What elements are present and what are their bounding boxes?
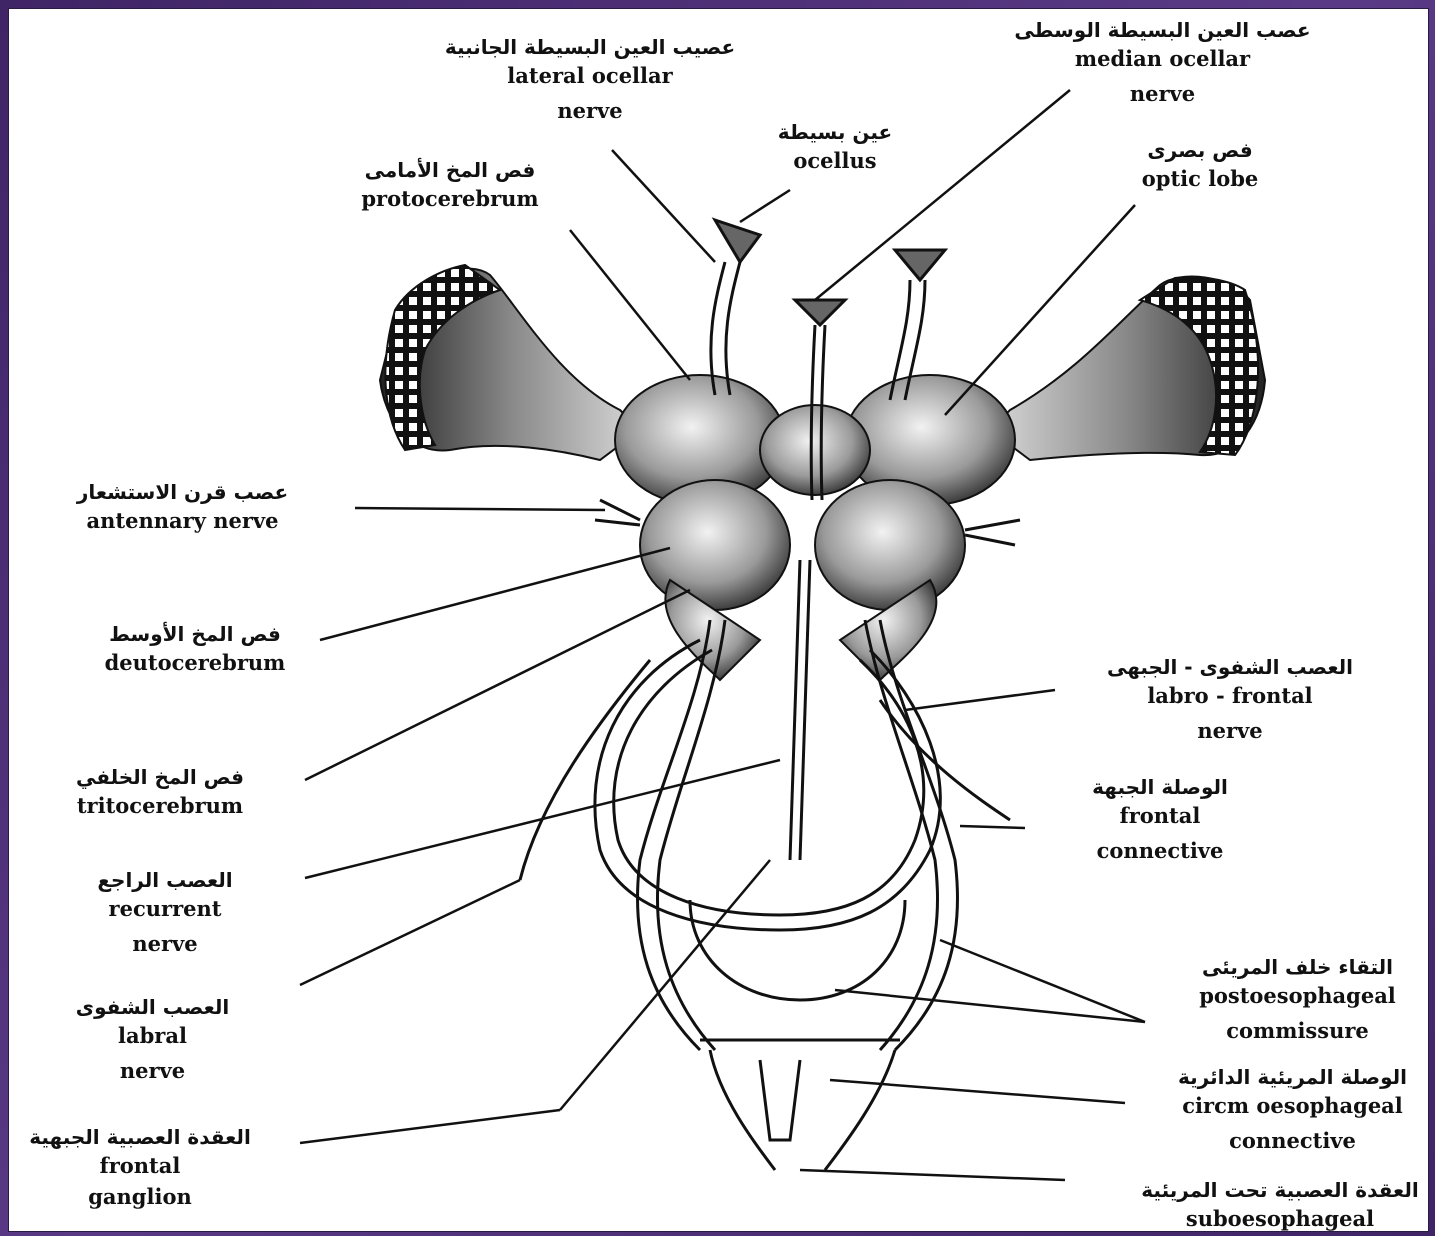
label-frontal-ganglion-ar: العقدة العصبية الجبهية — [15, 1125, 265, 1149]
label-postoesophageal-en: postoesophageal — [1180, 983, 1415, 1008]
brain-lobes — [615, 375, 1015, 680]
label-median-ocellar-ar: عصب العين البسيطة الوسطى — [995, 18, 1330, 42]
label-labral-nerve-ar: العصب الشفوى — [55, 995, 250, 1019]
label-circm-oesophageal-connective: الوصلة المريئية الدائرية circm oesophage… — [1160, 1065, 1425, 1153]
label-lateral-ocellar-nerve: عصيب العين البسيطة الجانبية lateral ocel… — [420, 35, 760, 123]
label-postoesophageal-commissure: التقاء خلف المريئى postoesophageal commi… — [1180, 955, 1415, 1043]
leader-suboesophageal — [800, 1170, 1065, 1180]
label-protocerebrum: فص المخ الأمامى protocerebrum — [345, 158, 555, 211]
label-postoesophageal-en2: commissure — [1180, 1018, 1415, 1043]
label-lateral-ocellar-en: lateral ocellar — [420, 63, 760, 88]
label-lateral-ocellar-ar: عصيب العين البسيطة الجانبية — [420, 35, 760, 59]
label-antennary-nerve-ar: عصب قرن الاستشعار — [55, 480, 310, 504]
label-deutocerebrum-ar: فص المخ الأوسط — [95, 622, 295, 646]
leader-tritocerebrum — [305, 590, 690, 780]
label-suboesophageal: العقدة العصبية تحت المريئية suboesophage… — [1135, 1178, 1425, 1231]
label-ocellus-ar: عين بسيطة — [760, 120, 910, 144]
label-labro-frontal-en: labro - frontal — [1075, 683, 1385, 708]
label-tritocerebrum: فص المخ الخلفي tritocerebrum — [60, 765, 260, 818]
label-labral-nerve: العصب الشفوى labral nerve — [55, 995, 250, 1083]
leader-frontal-ganglion-1 — [300, 1110, 560, 1143]
label-deutocerebrum: فص المخ الأوسط deutocerebrum — [95, 622, 295, 675]
label-median-ocellar-nerve: عصب العين البسيطة الوسطى median ocellar … — [995, 18, 1330, 106]
label-tritocerebrum-ar: فص المخ الخلفي — [60, 765, 260, 789]
label-recurrent-nerve-ar: العصب الراجع — [70, 868, 260, 892]
label-deutocerebrum-en: deutocerebrum — [95, 650, 295, 675]
label-suboesophageal-ar: العقدة العصبية تحت المريئية — [1135, 1178, 1425, 1202]
label-recurrent-nerve-en: recurrent — [70, 896, 260, 921]
leader-recurrent-nerve — [305, 760, 780, 878]
label-optic-lobe: فص بصرى optic lobe — [1115, 138, 1285, 191]
label-ocellus: عين بسيطة ocellus — [760, 120, 910, 173]
label-frontal-connective: الوصلة الجبهة frontal connective — [1075, 775, 1245, 863]
label-protocerebrum-ar: فص المخ الأمامى — [345, 158, 555, 182]
label-tritocerebrum-en: tritocerebrum — [60, 793, 260, 818]
label-labro-frontal-nerve: العصب الشفوى - الجبهى labro - frontal ne… — [1075, 655, 1385, 743]
label-frontal-ganglion-en2: ganglion — [15, 1184, 265, 1209]
label-optic-lobe-en: optic lobe — [1115, 166, 1285, 191]
label-frontal-connective-en: frontal — [1075, 803, 1245, 828]
label-frontal-connective-ar: الوصلة الجبهة — [1075, 775, 1245, 799]
label-labral-nerve-en2: nerve — [55, 1058, 250, 1083]
label-ocellus-en: ocellus — [760, 148, 910, 173]
leader-lateral-ocellar — [612, 150, 715, 262]
label-circm-oesophageal-en: circm oesophageal — [1160, 1093, 1425, 1118]
leader-labral-nerve — [300, 880, 520, 985]
leader-protocerebrum — [570, 230, 690, 380]
label-labro-frontal-ar: العصب الشفوى - الجبهى — [1075, 655, 1385, 679]
label-labral-nerve-en: labral — [55, 1023, 250, 1048]
optic-lobe-right — [990, 277, 1265, 460]
leader-postoesophageal-1 — [940, 940, 1145, 1022]
label-postoesophageal-ar: التقاء خلف المريئى — [1180, 955, 1415, 979]
label-circm-oesophageal-en2: connective — [1160, 1128, 1425, 1153]
label-frontal-ganglion-en: frontal — [15, 1153, 265, 1178]
label-median-ocellar-en: median ocellar — [995, 46, 1330, 71]
label-recurrent-nerve-en2: nerve — [70, 931, 260, 956]
optic-lobe-left — [380, 265, 640, 460]
label-antennary-nerve: عصب قرن الاستشعار antennary nerve — [55, 480, 310, 533]
label-optic-lobe-ar: فص بصرى — [1115, 138, 1285, 162]
label-circm-oesophageal-ar: الوصلة المريئية الدائرية — [1160, 1065, 1425, 1089]
label-recurrent-nerve: العصب الراجع recurrent nerve — [70, 868, 260, 956]
label-lateral-ocellar-en2: nerve — [420, 98, 760, 123]
leader-labro-frontal — [905, 690, 1055, 710]
label-suboesophageal-en: suboesophageal — [1135, 1206, 1425, 1231]
label-frontal-ganglion: العقدة العصبية الجبهية frontal ganglion — [15, 1125, 265, 1209]
label-median-ocellar-en2: nerve — [995, 81, 1330, 106]
leader-postoesophageal-2 — [835, 990, 1145, 1022]
label-frontal-connective-en2: connective — [1075, 838, 1245, 863]
label-protocerebrum-en: protocerebrum — [345, 186, 555, 211]
leader-frontal-connective — [960, 826, 1025, 828]
label-labro-frontal-en2: nerve — [1075, 718, 1385, 743]
leader-antennary-nerve — [355, 508, 605, 510]
label-antennary-nerve-en: antennary nerve — [55, 508, 310, 533]
leader-ocellus — [740, 190, 790, 222]
